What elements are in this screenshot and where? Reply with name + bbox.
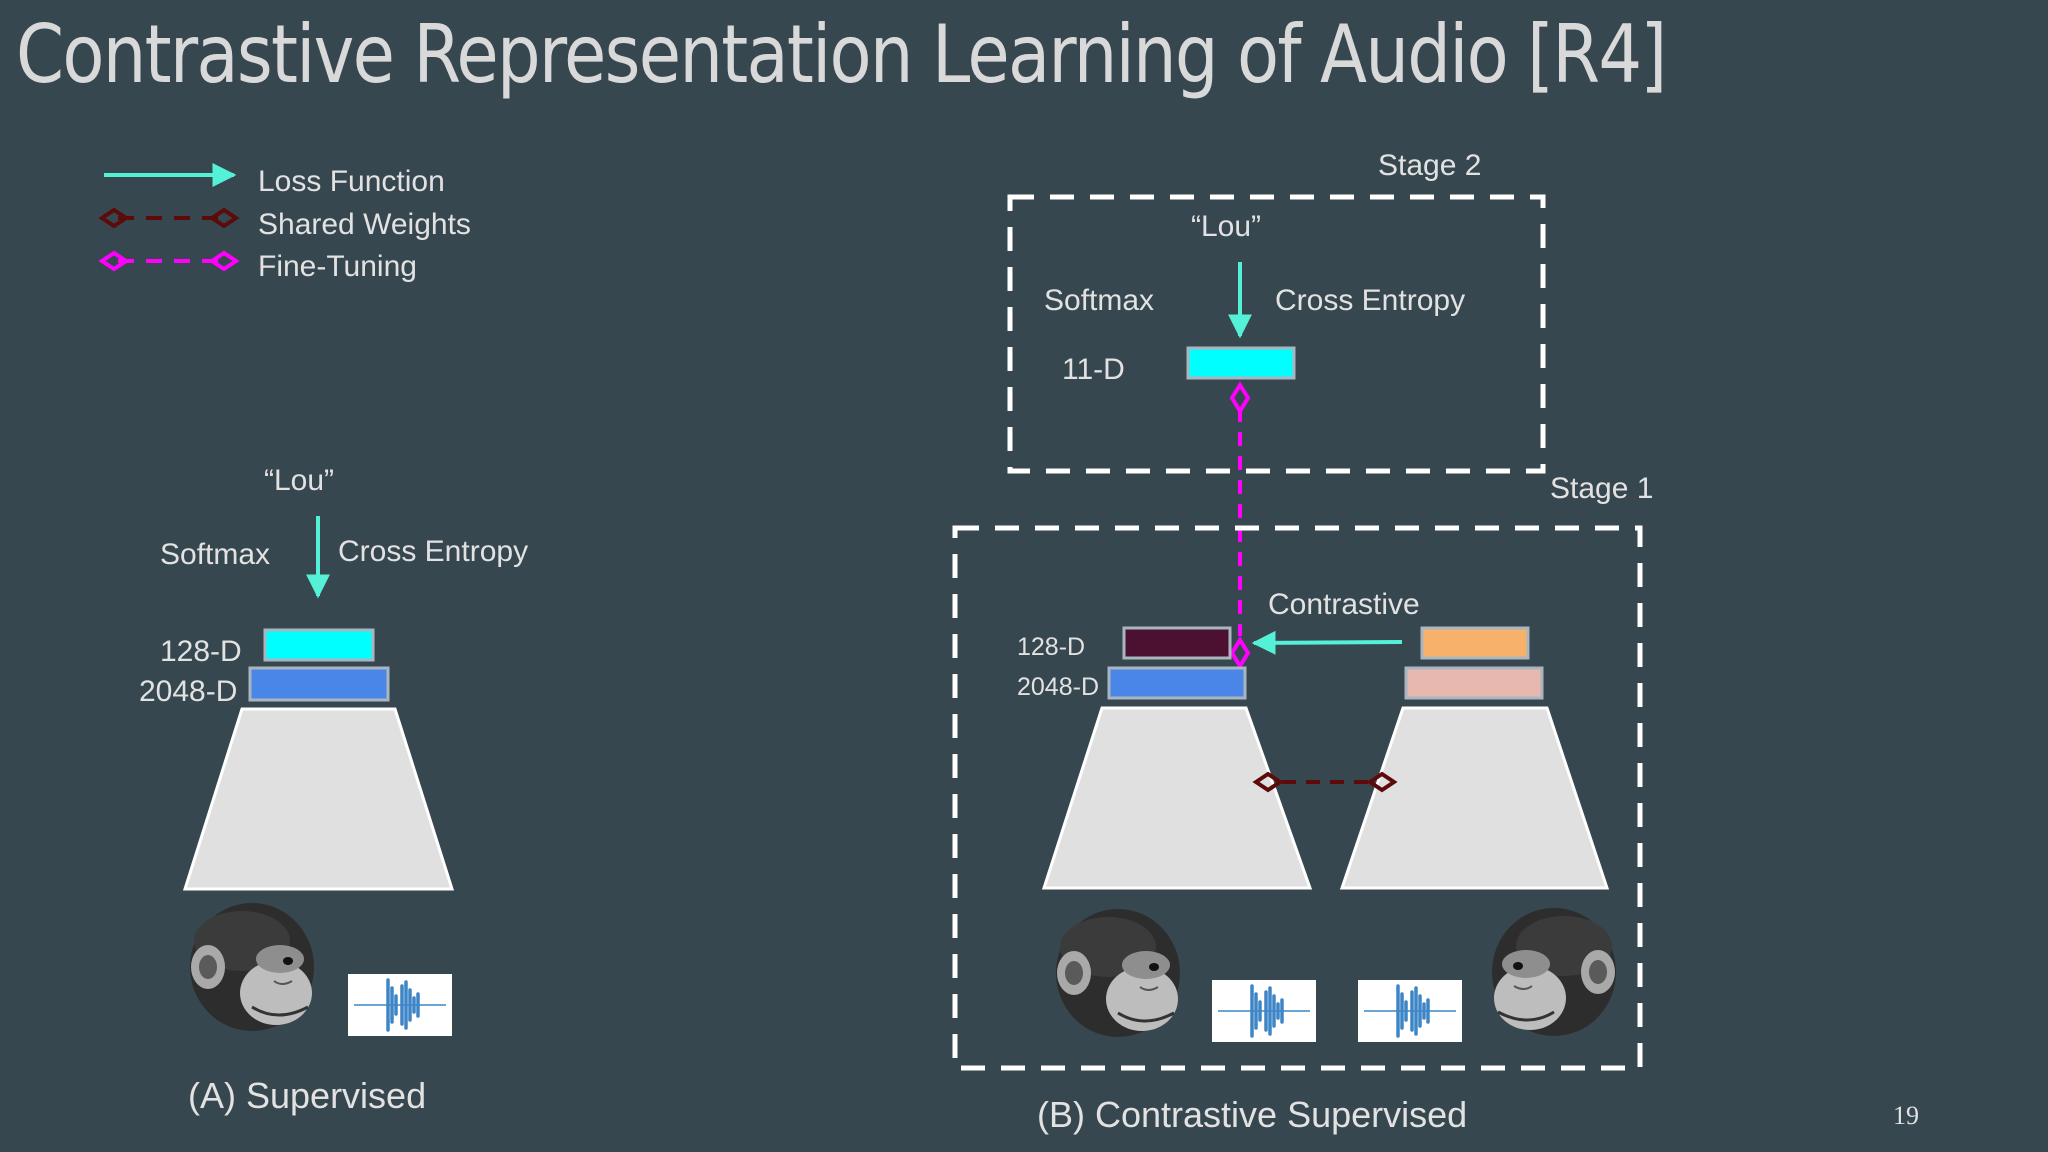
stage-1-right-waveform-image (1356, 978, 1464, 1044)
panel-a-softmax-label: Softmax (160, 538, 270, 571)
panel-a-supervised: “Lou” Softmax Cross Entropy 128-D 2048-D… (139, 464, 528, 1116)
stage-1-contrastive-arrow (1251, 630, 1403, 655)
stage-2-target-label: “Lou” (1191, 210, 1261, 243)
fine-tuning-connector (1229, 381, 1251, 670)
slide-title: Contrastive Representation Learning of A… (16, 8, 1667, 101)
stage-1-left-2048d-block (1107, 666, 1247, 700)
stage-2-label: Stage 2 (1378, 149, 1481, 182)
panel-a-chimp-image (188, 901, 316, 1033)
stage-2-box (1007, 194, 1546, 474)
stage-1-contrastive-label: Contrastive (1268, 588, 1420, 621)
legend-fine-tuning-label: Fine-Tuning (258, 250, 417, 283)
shared-weights-legend-line (98, 207, 240, 229)
stage-1-right-128d-block (1420, 626, 1530, 660)
panel-a-128d-block (263, 628, 375, 662)
stage-1-2048d-label: 2048-D (1017, 673, 1099, 701)
stage-1-right-2048d-block (1404, 666, 1544, 700)
panel-b-caption: (B) Contrastive Supervised (1037, 1094, 1467, 1135)
legend-shared-weights-label: Shared Weights (258, 208, 471, 241)
stage-2-11d-label: 11-D (1062, 353, 1125, 386)
panel-a-128d-label: 128-D (160, 635, 242, 668)
stage-2-softmax-label: Softmax (1044, 284, 1154, 317)
stage-1-128d-label: 128-D (1017, 633, 1085, 661)
stage-1-left-128d-block (1122, 626, 1232, 660)
legend: Loss Function Shared Weights Fine-Tuning (98, 163, 471, 283)
slide-page-number: 19 (1893, 1101, 1919, 1130)
stage-1-box (952, 525, 1643, 1071)
stage-2-11d-block (1186, 346, 1296, 380)
stage-1-right-chimp-image (1490, 906, 1618, 1038)
panel-a-encoder-trapezoid (182, 707, 455, 891)
panel-a-2048d-label: 2048-D (139, 675, 237, 708)
stage-1-left-encoder-trapezoid (1041, 706, 1313, 890)
panel-a-target-label: “Lou” (264, 464, 334, 497)
legend-loss-function-label: Loss Function (258, 165, 445, 198)
panel-a-cross-entropy-label: Cross Entropy (338, 535, 528, 568)
stage-1-left-waveform-image (1210, 978, 1318, 1044)
panel-a-waveform-image (346, 972, 454, 1038)
fine-tuning-legend-line (98, 250, 240, 272)
shared-weights-connector (1252, 771, 1398, 793)
stage-1-right-encoder-trapezoid (1339, 706, 1610, 890)
panel-a-2048d-block (248, 666, 390, 702)
panel-b-contrastive-supervised: Stage 2 “Lou” Softmax Cross Entropy 11-D… (952, 149, 1653, 1135)
panel-a-caption: (A) Supervised (188, 1075, 426, 1116)
stage-1-left-chimp-image (1054, 907, 1182, 1039)
stage-2-cross-entropy-label: Cross Entropy (1275, 284, 1465, 317)
stage-1-label: Stage 1 (1550, 472, 1653, 505)
